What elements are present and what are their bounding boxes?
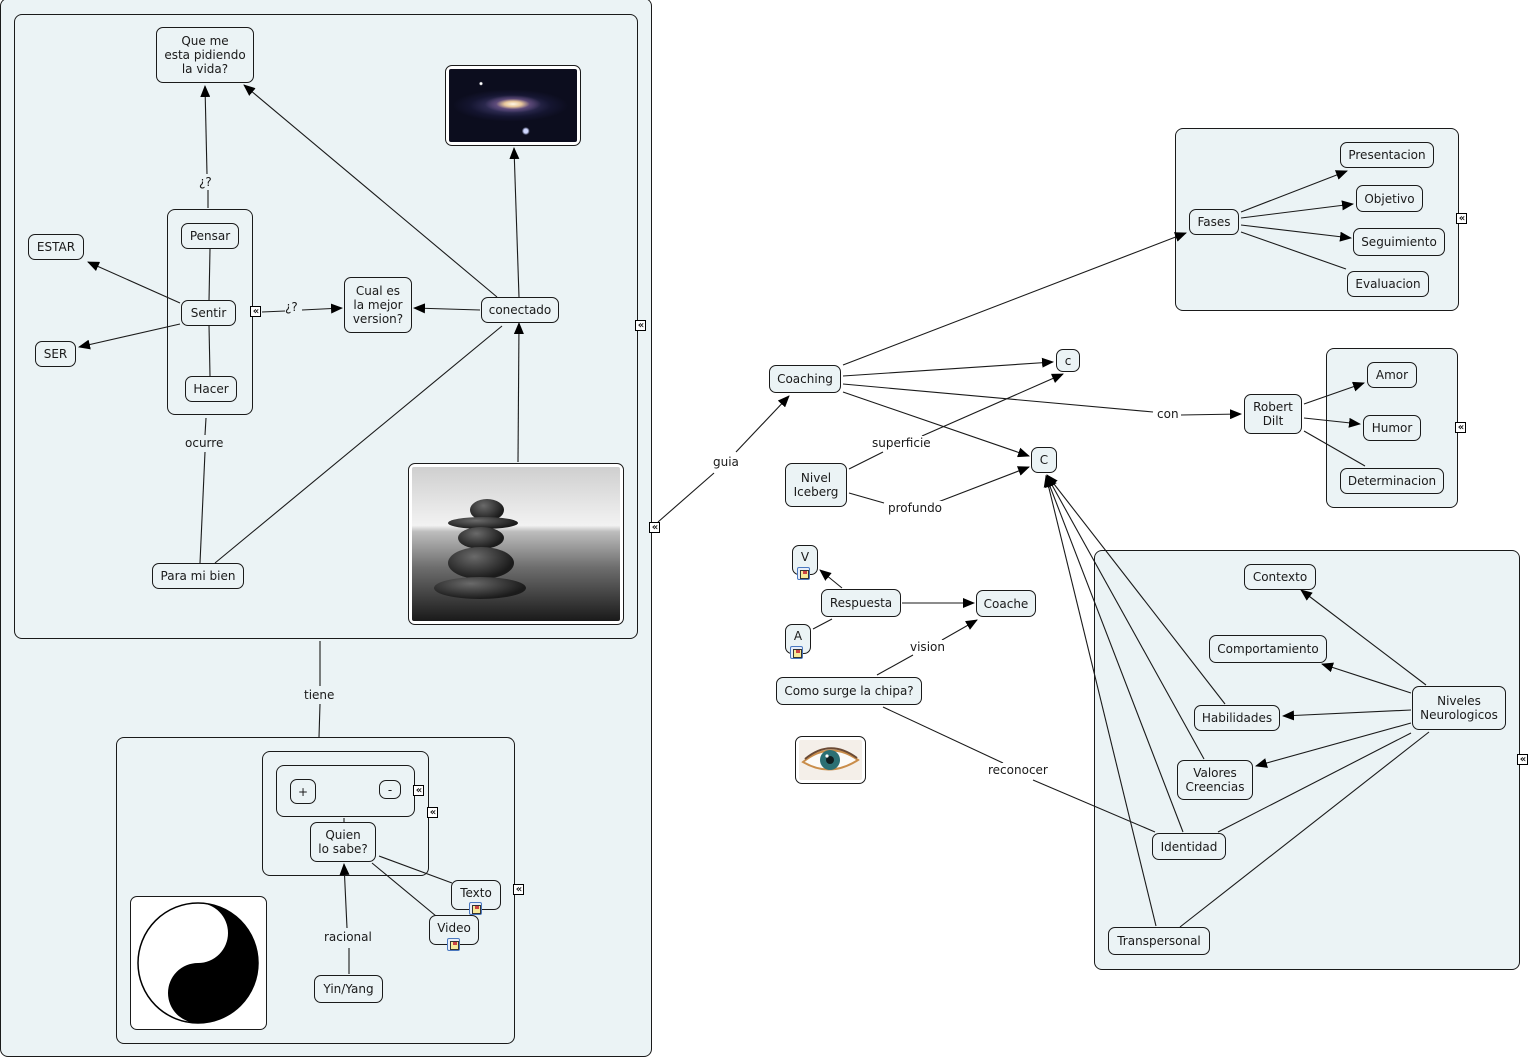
node-presentacion[interactable]: Presentacion [1340,142,1434,168]
link-respuesta-a [812,618,833,630]
link-profundo-C [937,466,1030,503]
link-label-pregunta-1: ¿? [199,175,212,189]
node-stones-image[interactable] [408,463,624,625]
link-label-racional: racional [324,930,372,944]
node-coaching[interactable]: Coaching [769,365,841,393]
node-habilidades[interactable]: Habilidades [1194,705,1280,731]
link-label-guia: guia [713,455,739,469]
link-label-vision: vision [910,640,945,654]
node-galaxy-image[interactable] [445,65,581,146]
link-group-guia [657,472,715,523]
link-guia-coaching [735,395,790,453]
link-label-con: con [1157,407,1179,421]
galaxy-image [449,69,577,142]
node-yin-yang-image[interactable] [130,896,267,1030]
link-vision-coache [941,619,978,641]
link-como-reconocer [882,706,1004,764]
node-que-me-pide[interactable]: Que me esta pidiendo la vida? [156,27,254,83]
yin-yang-image [134,900,263,1026]
collapse-handle-quien[interactable]: « [427,807,438,818]
video-resource-icon[interactable] [447,938,460,951]
node-determinacion[interactable]: Determinacion [1340,468,1444,494]
node-conectado[interactable]: conectado [481,297,559,323]
link-label-pregunta-2: ¿? [285,300,298,314]
texto-resource-icon[interactable] [469,902,482,915]
group-niveles[interactable] [1094,550,1520,970]
node-nivel-iceberg[interactable]: Nivel Iceberg [785,463,847,507]
node-seguimiento[interactable]: Seguimiento [1353,228,1445,256]
node-eye-image[interactable] [795,736,866,784]
link-label-tiene: tiene [304,688,335,702]
yin-yang-icon [137,902,259,1024]
link-label-profundo: profundo [888,501,943,515]
node-como-surge[interactable]: Como surge la chipa? [776,677,922,705]
link-con-robert [1180,409,1242,420]
node-c-upper[interactable]: C [1031,447,1057,473]
node-c-lower[interactable]: c [1056,349,1080,372]
node-niveles-neurologicos[interactable]: Niveles Neurologicos [1412,686,1506,730]
a-resource-icon[interactable] [790,646,803,659]
node-minus[interactable]: - [379,780,401,799]
stacked-stones-image [412,467,620,621]
node-estar[interactable]: ESTAR [28,234,84,260]
node-amor[interactable]: Amor [1367,362,1417,388]
link-label-superficie: superficie [872,436,931,450]
node-robert-dilt[interactable]: Robert Dilt [1244,394,1302,434]
node-comportamiento[interactable]: Comportamiento [1209,635,1327,663]
collapse-handle-top-left[interactable]: « [635,320,646,331]
link-coaching-fases [842,232,1187,366]
node-humor[interactable]: Humor [1363,415,1421,441]
node-respuesta[interactable]: Respuesta [821,589,901,617]
eye-image [799,740,862,780]
collapse-handle-ser-group[interactable]: « [250,306,261,317]
node-transpersonal[interactable]: Transpersonal [1108,927,1210,955]
node-pensar[interactable]: Pensar [181,223,239,249]
link-coaching-c [842,357,1054,377]
v-resource-icon[interactable] [797,567,810,580]
eye-icon [801,747,860,771]
node-quien-lo-sabe[interactable]: Quien lo sabe? [310,822,376,862]
collapse-handle-robert[interactable]: « [1455,422,1466,433]
node-contexto[interactable]: Contexto [1244,564,1316,590]
node-valores-creencias[interactable]: Valores Creencias [1177,760,1253,800]
link-iceberg-profundo [848,492,885,504]
node-identidad[interactable]: Identidad [1152,833,1226,860]
link-iceberg-superficie [848,451,884,470]
link-coaching-con [842,383,1154,413]
node-evaluacion[interactable]: Evaluacion [1347,271,1429,297]
node-sentir[interactable]: Sentir [181,300,236,326]
node-plus[interactable]: + [290,779,316,804]
node-cual-es[interactable]: Cual es la mejor version? [344,277,412,333]
node-fases[interactable]: Fases [1189,209,1239,235]
node-hacer[interactable]: Hacer [185,376,237,402]
link-label-ocurre: ocurre [185,436,224,450]
node-coache[interactable]: Coache [976,590,1036,617]
node-ser[interactable]: SER [35,341,76,367]
collapse-handle-outer-left[interactable]: « [649,522,660,533]
link-superficie-c [921,373,1064,437]
collapse-handle-plus-minus[interactable]: « [413,785,424,796]
collapse-handle-bottom-left[interactable]: « [513,884,524,895]
collapse-handle-niveles[interactable]: « [1517,754,1528,765]
link-como-vision [876,654,914,676]
node-yin-yang[interactable]: Yin/Yang [314,975,383,1003]
node-para-mi-bien[interactable]: Para mi bien [152,563,244,589]
link-respuesta-v [819,569,843,589]
link-label-reconocer: reconocer [988,763,1048,777]
collapse-handle-fases[interactable]: « [1456,213,1467,224]
node-objetivo[interactable]: Objetivo [1356,185,1423,212]
